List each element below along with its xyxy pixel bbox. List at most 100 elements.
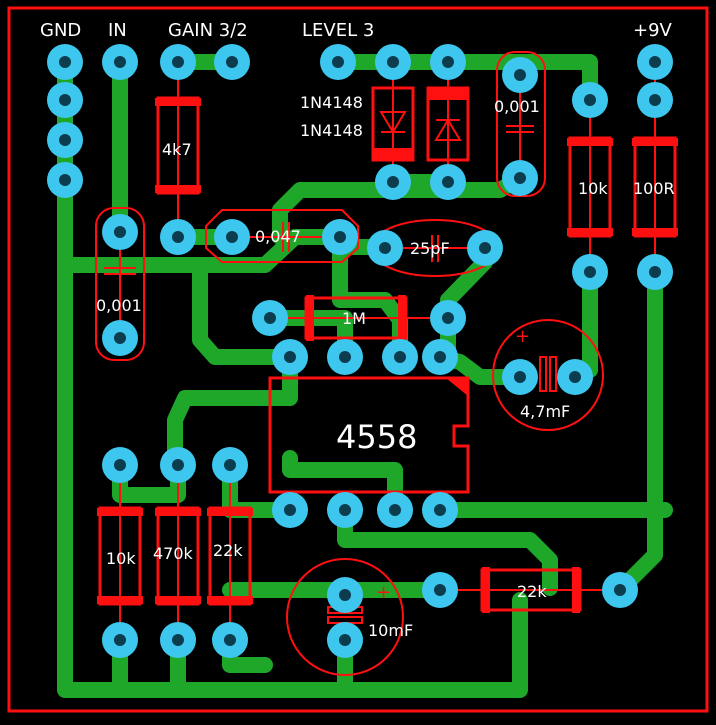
cap-0047-outline: [205, 209, 359, 263]
pad-hole: [387, 56, 399, 68]
label-r-470k: 470k: [153, 544, 194, 563]
resistor-10k-bottom-band-2: [97, 596, 143, 604]
resistor-4k7-band-2: [155, 185, 201, 193]
pad-hole: [114, 56, 126, 68]
resistor-10k-top-band: [567, 138, 613, 146]
pad-hole: [479, 242, 491, 254]
pad-hole: [584, 94, 596, 106]
trace-ic-left: [167, 349, 298, 473]
pad-hole: [434, 584, 446, 596]
pad-hole: [172, 56, 184, 68]
labels: GND IN GAIN 3/2 LEVEL 3 +9V 4k7 1N4148 1…: [40, 20, 675, 640]
pad-hole: [434, 351, 446, 363]
header-label-level: LEVEL 3: [302, 20, 374, 41]
pad-hole: [114, 332, 126, 344]
label-r-100r: 100R: [633, 179, 675, 198]
resistor-100r-band: [632, 138, 678, 146]
pad-hole: [649, 94, 661, 106]
label-diode-1: 1N4148: [300, 93, 363, 112]
pad-hole: [59, 94, 71, 106]
pad-hole: [584, 266, 596, 278]
pad-hole: [514, 69, 526, 81]
resistor-1m-band-2: [398, 295, 406, 341]
pad-hole: [224, 634, 236, 646]
trace-ic-pin-inner: [282, 450, 403, 518]
pads: [47, 44, 673, 658]
label-ic: 4558: [336, 418, 417, 456]
resistor-22k-bottom-band: [207, 508, 253, 516]
polarity-plus-10mf: +: [376, 582, 391, 603]
pad-hole: [569, 371, 581, 383]
pad-hole: [59, 56, 71, 68]
pad-hole: [114, 459, 126, 471]
label-c-10mf: 10mF: [368, 621, 413, 640]
pad-hole: [339, 504, 351, 516]
diode-2-symbol: [434, 118, 462, 141]
ic-pin1-marker: [446, 378, 468, 396]
pad-hole: [442, 176, 454, 188]
label-r-4k7: 4k7: [162, 140, 192, 159]
diode-1-symbol: [379, 111, 407, 134]
label-r-10k-bottom: 10k: [106, 549, 136, 568]
pad-hole: [514, 172, 526, 184]
resistor-470k-band: [155, 508, 201, 516]
cap-47mf-plate-1: [539, 356, 547, 392]
pad-hole: [284, 351, 296, 363]
cap-left-outline: [95, 207, 145, 361]
pad-hole: [649, 266, 661, 278]
polarity-plus-47mf: +: [515, 326, 530, 347]
resistor-22k-right-band-2: [572, 567, 580, 613]
pad-hole: [224, 459, 236, 471]
cap-47mf-plate-2: [549, 356, 557, 392]
pad-hole: [264, 312, 276, 324]
resistor-22k-right-band: [482, 567, 490, 613]
pad-hole: [389, 504, 401, 516]
pad-hole: [332, 56, 344, 68]
label-r-22k-bottom: 22k: [213, 541, 243, 560]
pad-hole: [379, 242, 391, 254]
resistor-100r-band-2: [632, 228, 678, 236]
label-r-22k-right: 22k: [517, 582, 547, 601]
pad-hole: [114, 634, 126, 646]
label-c-0001-left: 0,001: [96, 296, 142, 315]
pad-hole: [387, 176, 399, 188]
pad-hole: [172, 231, 184, 243]
pad-hole: [284, 504, 296, 516]
pad-hole: [172, 459, 184, 471]
pad-hole: [334, 231, 346, 243]
pad-hole: [442, 56, 454, 68]
pad-hole: [394, 351, 406, 363]
label-c-25pf: 25pF: [410, 239, 450, 258]
label-c-0047: 0,047: [255, 227, 301, 246]
polarity-marks: + +: [376, 326, 530, 603]
trace-100r-down: [612, 264, 663, 598]
cap-top-outline: [496, 51, 546, 197]
cap-10mf-outline: [286, 558, 404, 676]
label-diode-2: 1N4148: [300, 121, 363, 140]
pad-hole: [442, 312, 454, 324]
header-label-gnd: GND: [40, 20, 81, 41]
header-label-9v: +9V: [633, 20, 673, 41]
label-c-0001-top: 0,001: [494, 97, 540, 116]
diode-2-band: [428, 88, 468, 100]
pad-hole: [339, 351, 351, 363]
board-outline: [7, 6, 709, 713]
pad-hole: [172, 634, 184, 646]
header-label-gain: GAIN 3/2: [168, 20, 248, 41]
pad-hole: [226, 56, 238, 68]
pad-hole: [59, 174, 71, 186]
label-c-47mf: 4,7mF: [520, 402, 570, 421]
pad-hole: [649, 56, 661, 68]
label-r-1m: 1M: [342, 309, 366, 328]
diode-1-band: [373, 148, 413, 160]
resistor-10k-bottom-band: [97, 508, 143, 516]
label-r-10k-top: 10k: [578, 179, 608, 198]
resistor-470k-band-2: [155, 596, 201, 604]
pad-hole: [339, 589, 351, 601]
pad-hole: [434, 504, 446, 516]
resistor-22k-bottom-band-2: [207, 596, 253, 604]
pad-hole: [339, 634, 351, 646]
trace-left-loop: [192, 257, 298, 365]
